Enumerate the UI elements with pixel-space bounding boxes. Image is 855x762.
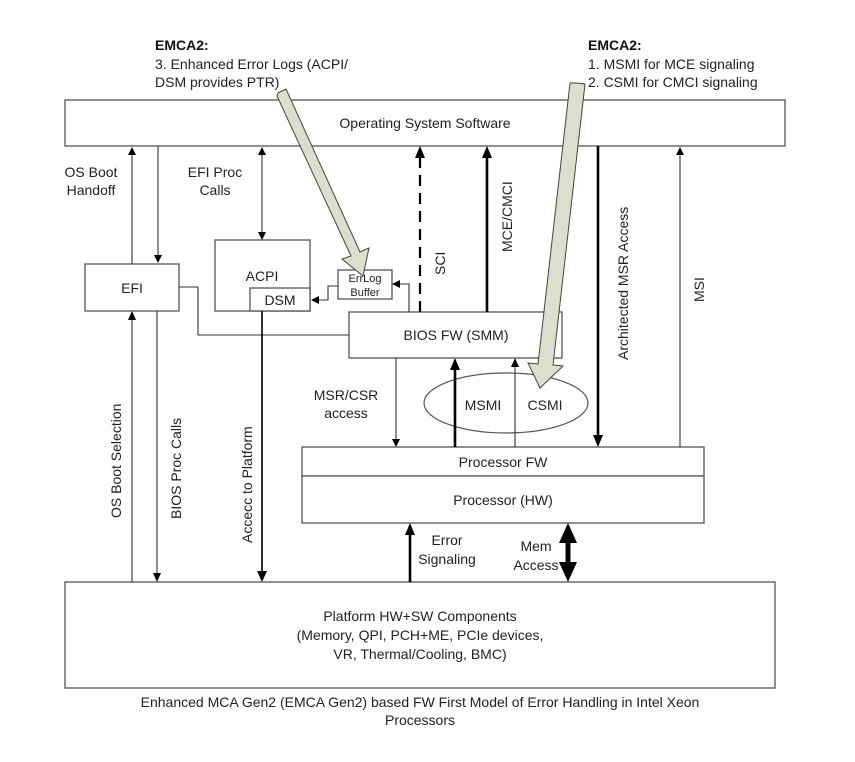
- caption-line-2: Processors: [385, 712, 455, 728]
- os-box: [64, 99, 786, 147]
- error-signaling-label-2: Signaling: [418, 551, 476, 567]
- msr-csr-access-label-1: MSR/CSR: [314, 387, 379, 403]
- csmi-arrow: [511, 358, 519, 447]
- efi-proc-calls-label-2: Calls: [199, 182, 230, 198]
- callout-right-line-1: 1. MSMI for MCE signaling: [588, 56, 755, 72]
- bios-to-errlog-arrow: [392, 280, 410, 312]
- callout-left-line-2: DSM provides PTR): [155, 74, 279, 90]
- os-boot-handoff-label-2: Handoff: [67, 182, 116, 198]
- processor-hw-box: [301, 475, 705, 524]
- bios-fw-box: [348, 311, 563, 359]
- bios-proc-calls-arrow: [153, 311, 161, 582]
- smi-ellipse: [423, 372, 589, 434]
- os-to-efi-arrow: [154, 146, 162, 263]
- platform-label-3: VR, Thermal/Cooling, BMC): [333, 646, 506, 662]
- errlog-buffer-label-2: Buffer: [350, 287, 379, 299]
- processor-hw-label: Processor (HW): [453, 492, 553, 508]
- dsm-box-label: DSM: [264, 292, 295, 308]
- callout-arrow-right: [527, 82, 586, 389]
- os-boot-selection-arrow: [128, 311, 136, 582]
- callout-left: EMCA2: 3. Enhanced Error Logs (ACPI/ DSM…: [155, 37, 348, 90]
- msr-csr-access-label-2: access: [324, 405, 368, 421]
- os-box-label: Operating System Software: [339, 115, 510, 131]
- csmi-label: CSMI: [528, 397, 563, 413]
- access-to-platform-label: Accecc to Platform: [239, 426, 255, 543]
- callout-left-title: EMCA2:: [155, 37, 209, 53]
- acpi-box-label: ACPI: [246, 268, 279, 284]
- msr-csr-access-arrow: [392, 358, 400, 447]
- sci-label: SCI: [432, 252, 448, 275]
- callout-right-title: EMCA2:: [588, 37, 642, 53]
- mce-cmci-arrow: [482, 146, 492, 312]
- msi-arrow: [676, 147, 684, 447]
- errlog-to-dsm-arrow: [311, 285, 338, 304]
- mem-access-label-2: Access: [513, 557, 558, 573]
- architected-msr-access-label: Architected MSR Access: [615, 207, 631, 360]
- dsm-box: [249, 287, 311, 312]
- caption-line-1: Enhanced MCA Gen2 (EMCA Gen2) based FW F…: [141, 694, 700, 710]
- access-to-platform-arrow: [257, 311, 267, 582]
- os-boot-handoff-label-1: OS Boot: [65, 164, 118, 180]
- callout-arrow-left: [276, 88, 370, 277]
- mem-access-label-1: Mem: [520, 538, 551, 554]
- callout-left-line-1: 3. Enhanced Error Logs (ACPI/: [155, 56, 348, 72]
- callout-right-line-2: 2. CSMI for CMCI signaling: [588, 74, 758, 90]
- os-boot-selection-label: OS Boot Selection: [108, 404, 124, 518]
- msmi-label: MSMI: [465, 397, 502, 413]
- error-signaling-arrow: [405, 523, 415, 582]
- bios-fw-label: BIOS FW (SMM): [404, 327, 509, 343]
- efi-proc-calls-arrow: [258, 147, 266, 240]
- bios-proc-calls-label: BIOS Proc Calls: [168, 418, 184, 519]
- platform-label-1: Platform HW+SW Components: [323, 608, 516, 624]
- platform-box: [64, 581, 776, 689]
- mem-access-arrow: [559, 523, 577, 582]
- efi-bios-connector: [179, 286, 349, 336]
- architected-msr-access-arrow: [593, 146, 603, 447]
- msi-label: MSI: [691, 277, 707, 302]
- sci-arrow: [415, 146, 425, 312]
- efi-box-label: EFI: [121, 280, 143, 296]
- errlog-buffer-box: [337, 269, 393, 300]
- msmi-arrow: [450, 358, 460, 447]
- errlog-buffer-label-1: ErrLog: [348, 273, 381, 285]
- error-signaling-label-1: Error: [431, 532, 462, 548]
- efi-proc-calls-label-1: EFI Proc: [188, 164, 242, 180]
- efi-box: [84, 263, 180, 312]
- platform-label-2: (Memory, QPI, PCH+ME, PCIe devices,: [297, 627, 544, 643]
- processor-fw-label: Processor FW: [459, 454, 548, 470]
- mce-cmci-label: MCE/CMCI: [499, 181, 515, 252]
- os-boot-handoff-arrow: [128, 147, 136, 264]
- callout-right: EMCA2: 1. MSMI for MCE signaling 2. CSMI…: [588, 37, 758, 90]
